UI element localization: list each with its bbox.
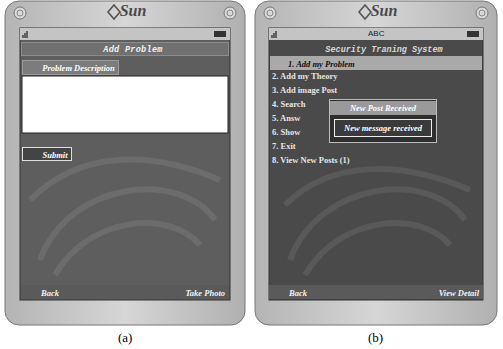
- node-text: 1. Add my Problem: [272, 59, 355, 69]
- softkey-bar: Back Take Photo: [21, 285, 229, 299]
- screen-title: Security Traning System: [269, 42, 483, 56]
- node-subtext: New message received: [334, 119, 432, 137]
- node-text: Back: [25, 288, 59, 298]
- menu-item: 6. Show: [272, 127, 300, 137]
- node-subtext: Take Photo: [169, 288, 225, 298]
- node-text: Problem Description: [26, 63, 114, 73]
- node-subtext: View Detail: [423, 288, 479, 298]
- phone-body: [5, 1, 245, 325]
- menu-item: 4. Search: [272, 99, 305, 109]
- node-text: Add Problem: [87, 45, 162, 55]
- menu-item: 8. View New Posts (1): [272, 155, 350, 165]
- submit-button: Submit: [22, 147, 72, 161]
- status-text: ABC: [368, 29, 384, 38]
- node-text: New Post Received: [330, 101, 436, 115]
- node-text: Security Traning System: [309, 45, 442, 55]
- node-text: Back: [273, 288, 307, 298]
- menu-item: 3. Add image Post: [272, 85, 337, 95]
- softkey-bar: Back View Detail: [269, 285, 483, 299]
- field-label: Problem Description: [22, 60, 119, 75]
- caption-letter: (b): [368, 330, 383, 346]
- node-text: Sun: [5, 2, 245, 20]
- node-text: Submit: [26, 150, 67, 160]
- node-text: Sun: [255, 2, 497, 20]
- menu-item: 5. Answ: [272, 113, 300, 123]
- menu-item: 7. Exit: [272, 141, 296, 151]
- screen-title: Add Problem: [21, 42, 229, 56]
- phone-frame: SunAdd ProblemProblem DescriptionSubmitB…: [5, 1, 245, 325]
- menu-item: 2. Add my Theory: [272, 71, 338, 81]
- menu-item-selected: 1. Add my Problem: [270, 56, 482, 70]
- phone-body: [255, 1, 497, 325]
- alert-popup: New Post ReceivedNew message received: [329, 99, 437, 143]
- caption-letter: (a): [118, 330, 132, 346]
